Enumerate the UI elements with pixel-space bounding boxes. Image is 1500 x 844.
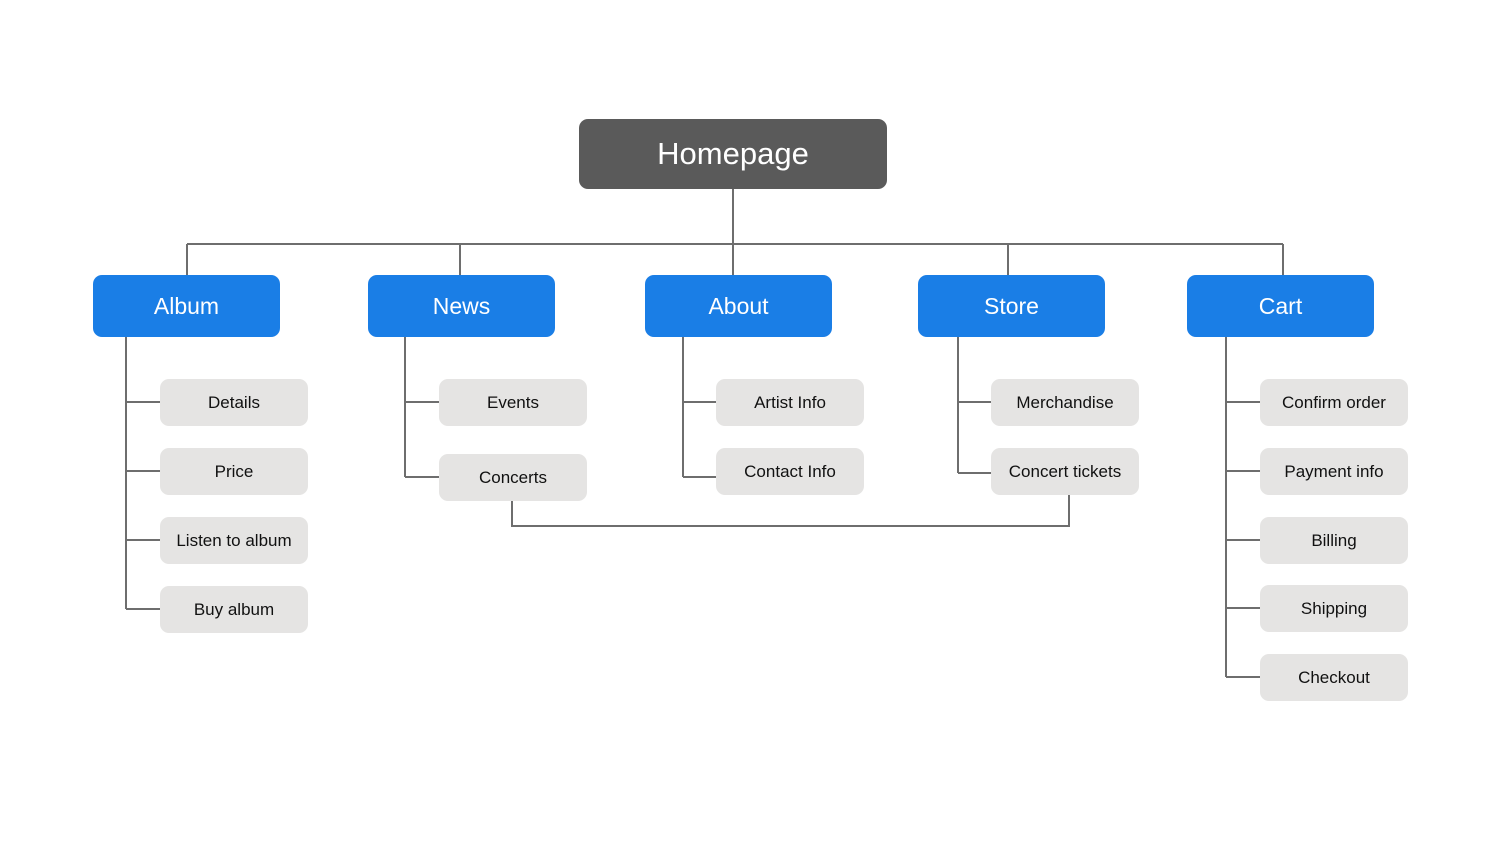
root-node-homepage: Homepage	[579, 119, 887, 189]
section-node-news: News	[368, 275, 555, 337]
leaf-node-listen-to-album: Listen to album	[160, 517, 308, 564]
leaf-node-payment-info: Payment info	[1260, 448, 1408, 495]
leaf-node-details: Details	[160, 379, 308, 426]
leaf-node-confirm-order: Confirm order	[1260, 379, 1408, 426]
leaf-node-artist-info: Artist Info	[716, 379, 864, 426]
section-node-album: Album	[93, 275, 280, 337]
section-node-store: Store	[918, 275, 1105, 337]
leaf-node-shipping: Shipping	[1260, 585, 1408, 632]
leaf-node-buy-album: Buy album	[160, 586, 308, 633]
leaf-node-concerts: Concerts	[439, 454, 587, 501]
section-node-about: About	[645, 275, 832, 337]
leaf-node-checkout: Checkout	[1260, 654, 1408, 701]
leaf-node-contact-info: Contact Info	[716, 448, 864, 495]
leaf-node-merchandise: Merchandise	[991, 379, 1139, 426]
section-node-cart: Cart	[1187, 275, 1374, 337]
leaf-node-events: Events	[439, 379, 587, 426]
leaf-node-concert-tickets: Concert tickets	[991, 448, 1139, 495]
cross-link-concerts-tickets	[511, 494, 1070, 527]
leaf-node-billing: Billing	[1260, 517, 1408, 564]
leaf-node-price: Price	[160, 448, 308, 495]
